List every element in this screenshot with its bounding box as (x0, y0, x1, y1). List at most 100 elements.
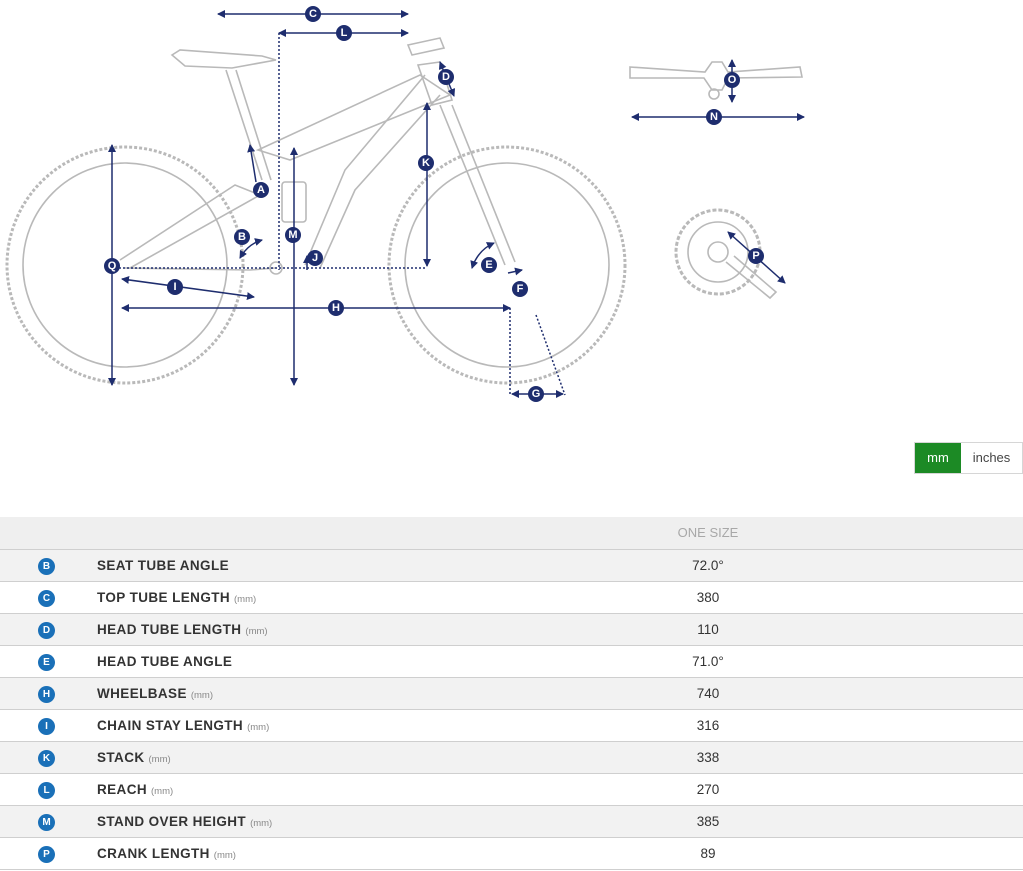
svg-text:A: A (257, 184, 265, 196)
svg-text:F: F (517, 283, 524, 295)
label-a-badge: A (253, 182, 269, 198)
measure-name-text: CHAIN STAY LENGTH (97, 718, 244, 733)
seat-stay (119, 184, 262, 269)
label-e-badge: E (481, 257, 497, 273)
head-tube (416, 61, 454, 106)
measure-name-text: STAND OVER HEIGHT (97, 814, 247, 829)
measure-label-badges: A B C D E F G H I J K L M N O P Q (104, 6, 764, 402)
svg-text:B: B (238, 231, 246, 243)
svg-text:O: O (728, 74, 737, 86)
seatpost (225, 69, 272, 181)
label-p-badge: P (748, 248, 764, 264)
measure-unit: (mm) (190, 690, 214, 701)
measure-name: CRANK LENGTH(mm) (97, 838, 236, 871)
label-m-badge: M (285, 227, 301, 243)
svg-text:Q: Q (108, 260, 117, 272)
measure-value: 89 (700, 846, 716, 861)
measure-name-text: STACK (97, 750, 145, 765)
svg-text:I: I (173, 281, 176, 293)
measure-name: CHAIN STAY LENGTH(mm) (97, 710, 269, 743)
measure-value: 110 (697, 622, 719, 637)
geometry-table-header: ONE SIZE (0, 517, 1023, 550)
svg-text:C: C (309, 8, 317, 20)
top-tube (255, 74, 452, 161)
measure-name: STAND OVER HEIGHT(mm) (97, 806, 272, 839)
measure-letter-badge: L (38, 782, 55, 799)
measure-lines (108, 10, 805, 398)
svg-text:N: N (710, 111, 718, 123)
measure-unit: (mm) (234, 594, 257, 605)
table-row: I CHAIN STAY LENGTH(mm) 316 (0, 710, 1023, 742)
measure-name: SEAT TUBE ANGLE (97, 550, 233, 583)
svg-text:G: G (532, 388, 541, 400)
measure-letter-badge: K (38, 750, 55, 767)
measure-letter-badge: C (38, 590, 55, 607)
saddle (170, 49, 277, 69)
label-b-badge: B (234, 229, 250, 245)
table-row: C TOP TUBE LENGTH(mm) 380 (0, 582, 1023, 614)
measure-name-text: HEAD TUBE ANGLE (97, 654, 233, 669)
unit-inches-button[interactable]: inches (961, 443, 1022, 473)
measure-unit: (mm) (213, 850, 236, 861)
measure-name: STACK(mm) (97, 742, 171, 775)
measure-letter-badge: H (38, 686, 55, 703)
label-c-badge: C (305, 6, 321, 22)
label-d-badge: D (438, 69, 454, 85)
measure-value: 316 (696, 718, 720, 733)
front-wheel-rim (404, 162, 610, 368)
fork (439, 104, 516, 266)
svg-text:J: J (312, 252, 318, 264)
handlebar-drawing (629, 61, 803, 100)
measure-name-text: TOP TUBE LENGTH (97, 590, 231, 605)
measure-value: 71.0° (692, 654, 724, 669)
front-wheel-tire (387, 145, 627, 385)
measure-letter-badge: P (38, 846, 55, 863)
unit-mm-button[interactable]: mm (915, 443, 961, 473)
measure-name: WHEELBASE(mm) (97, 678, 213, 711)
measure-name-text: HEAD TUBE LENGTH (97, 622, 242, 637)
svg-text:K: K (422, 157, 430, 169)
measure-unit: (mm) (245, 626, 268, 637)
label-o-badge: O (724, 72, 740, 88)
label-k-badge: K (418, 155, 434, 171)
measure-unit: (mm) (247, 722, 270, 733)
measure-unit: (mm) (148, 754, 171, 765)
rear-wheel-tire (5, 145, 245, 385)
label-q-badge: Q (104, 258, 120, 274)
label-g-badge: G (528, 386, 544, 402)
measure-letter-badge: M (38, 814, 55, 831)
size-column-header: ONE SIZE (677, 525, 739, 540)
measure-name: HEAD TUBE LENGTH(mm) (97, 614, 268, 647)
label-n-badge: N (706, 109, 722, 125)
measure-name-text: CRANK LENGTH (97, 846, 210, 861)
measure-value: 380 (696, 590, 720, 605)
svg-text:H: H (332, 302, 340, 314)
measure-value: 385 (696, 814, 720, 829)
measure-name-text: WHEELBASE (97, 686, 187, 701)
measure-name-text: REACH (97, 782, 148, 797)
measure-unit: (mm) (151, 786, 174, 797)
rear-wheel-rim (22, 162, 228, 368)
measure-letter-badge: I (38, 718, 55, 735)
table-row: P CRANK LENGTH(mm) 89 (0, 838, 1023, 870)
down-tube (304, 74, 441, 269)
bike-geometry-diagram: A B C D E F G H I J K L M N O P Q (5, 6, 805, 402)
svg-text:P: P (752, 250, 759, 262)
label-l-badge: L (336, 25, 352, 41)
label-i-badge: I (167, 279, 183, 295)
chain-stay (124, 267, 276, 271)
measure-name: HEAD TUBE ANGLE (97, 646, 236, 679)
unit-toggle: mm inches (914, 442, 1023, 474)
measure-unit: (mm) (250, 818, 273, 829)
svg-text:L: L (341, 27, 348, 39)
label-f-badge: F (512, 281, 528, 297)
measure-letter-badge: B (38, 558, 55, 575)
table-row: M STAND OVER HEIGHT(mm) 385 (0, 806, 1023, 838)
bike-frame-drawing (5, 37, 627, 385)
